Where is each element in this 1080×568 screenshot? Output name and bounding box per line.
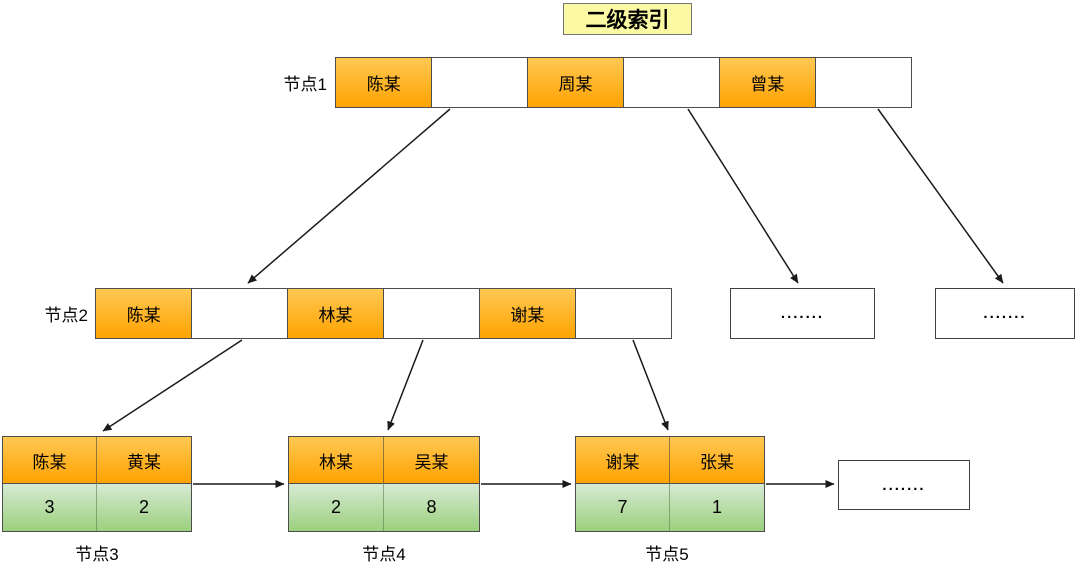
diagram-title: 二级索引 <box>563 3 692 35</box>
node1-key-cell: 周某 <box>526 57 625 108</box>
node2-pointer-cell <box>574 288 673 339</box>
arrow-node2-to-node3 <box>102 339 243 432</box>
node1-label: 节点1 <box>283 75 327 94</box>
node5: 谢某 张某 7 1 <box>575 436 765 532</box>
leaf-key-cell: 张某 <box>670 437 764 484</box>
leaf-key-cell: 谢某 <box>576 437 670 484</box>
node3: 陈某 黄某 3 2 <box>2 436 192 532</box>
node4-label: 节点4 <box>362 545 406 564</box>
ellipsis-node-box: ....... <box>838 460 970 510</box>
node2-pointer-cell <box>190 288 289 339</box>
leaf-value-cell: 2 <box>97 484 191 531</box>
leaf-key-cell: 黄某 <box>97 437 191 484</box>
ellipsis-node-box: ....... <box>730 288 875 339</box>
node2-label: 节点2 <box>44 306 88 325</box>
node1-pointer-cell <box>622 57 721 108</box>
node2-key-cell: 陈某 <box>95 288 193 339</box>
node1-pointer-cell <box>430 57 529 108</box>
leaf-value-cell: 2 <box>289 484 384 531</box>
node2-pointer-cell <box>382 288 481 339</box>
arrow-node1-to-ellipsis1 <box>687 108 799 284</box>
ellipsis-node-box: ....... <box>935 288 1075 339</box>
node2-key-cell: 林某 <box>286 288 385 339</box>
arrow-node1-to-ellipsis2 <box>877 108 1004 284</box>
arrow-node2-to-node5 <box>632 339 669 431</box>
leaf-value-cell: 3 <box>3 484 97 531</box>
node1-pointer-cell <box>814 57 913 108</box>
node3-label: 节点3 <box>75 545 119 564</box>
leaf-value-cell: 1 <box>670 484 764 531</box>
node2: 陈某 林某 谢某 <box>95 288 673 339</box>
node4: 林某 吴某 2 8 <box>288 436 480 532</box>
node1: 陈某 周某 曾某 <box>335 57 913 108</box>
node1-key-cell: 陈某 <box>335 57 433 108</box>
leaf-key-cell: 陈某 <box>3 437 97 484</box>
node5-label: 节点5 <box>645 545 689 564</box>
leaf-key-cell: 吴某 <box>384 437 479 484</box>
node2-key-cell: 谢某 <box>478 288 577 339</box>
arrow-node1-to-node2 <box>247 108 451 284</box>
leaf-value-cell: 8 <box>384 484 479 531</box>
arrow-node2-to-node4 <box>387 339 424 431</box>
leaf-key-cell: 林某 <box>289 437 384 484</box>
node1-key-cell: 曾某 <box>718 57 817 108</box>
leaf-value-cell: 7 <box>576 484 670 531</box>
